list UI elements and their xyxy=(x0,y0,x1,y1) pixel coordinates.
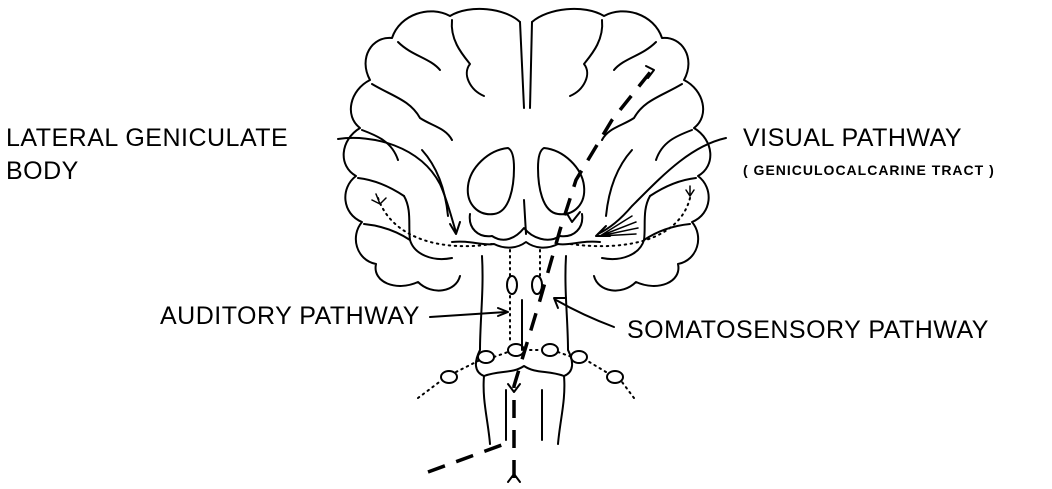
label-somatosensory-pathway: SOMATOSENSORY PATHWAY xyxy=(627,316,989,345)
pons-line xyxy=(484,366,564,376)
right-sulcus-6 xyxy=(644,224,690,240)
left-sulcus-2 xyxy=(398,42,440,70)
pons-nucleus-3 xyxy=(542,344,558,356)
longitudinal-fissure xyxy=(520,22,532,108)
label-auditory-pathway: AUDITORY PATHWAY xyxy=(160,302,420,331)
pons-nucleus-4 xyxy=(571,351,587,363)
label-body: BODY xyxy=(6,157,79,186)
left-sulcus-3 xyxy=(372,84,452,140)
left-temporal-lobe xyxy=(404,196,452,259)
left-colliculus-nucleus xyxy=(507,276,517,294)
left-cochlear-nucleus xyxy=(441,371,457,383)
pons-nucleus-1 xyxy=(478,351,494,363)
auditory-leader-line xyxy=(430,312,506,317)
left-hemisphere-outline xyxy=(344,9,520,291)
right-hemisphere-outline xyxy=(532,9,710,291)
right-sulcus-3 xyxy=(602,84,682,140)
auditory-brainstem-dots-right xyxy=(586,360,634,398)
left-sulcus-1 xyxy=(452,20,484,96)
left-ventricle xyxy=(468,148,514,214)
auditory-tract-left xyxy=(378,198,492,246)
right-sulcus-1 xyxy=(570,20,602,96)
label-geniculocalcarine-tract: ( GENICULOCALCARINE TRACT ) xyxy=(743,162,995,178)
left-sulcus-6 xyxy=(364,224,410,240)
left-sulcus-5 xyxy=(358,178,404,196)
right-sulcus-2 xyxy=(614,42,656,70)
auditory-brainstem-dots-left xyxy=(418,360,480,398)
auditory-cross-dots xyxy=(494,350,572,357)
label-lateral-geniculate: LATERAL GENICULATE xyxy=(6,124,288,153)
right-inner-fold xyxy=(606,150,632,216)
left-inner-fold xyxy=(422,150,448,216)
somatosensory-leader-line xyxy=(556,300,614,327)
label-visual-pathway: VISUAL PATHWAY xyxy=(743,124,962,153)
right-colliculus-nucleus xyxy=(532,276,542,294)
medulla-line xyxy=(506,390,542,440)
auditory-tract-right xyxy=(570,198,690,246)
cortex-small-arrow-right xyxy=(686,186,694,196)
right-cochlear-nucleus xyxy=(607,371,623,383)
